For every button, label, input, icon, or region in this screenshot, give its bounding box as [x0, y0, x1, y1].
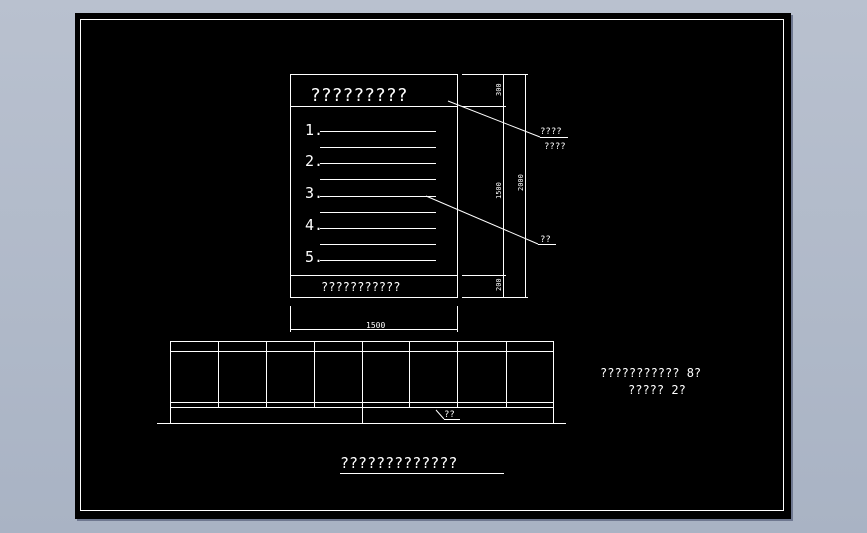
bracket-leader-line [425, 195, 539, 245]
dim-width: 1500 [366, 321, 385, 330]
dim-total-height: 2000 [517, 174, 525, 191]
base-callout: ?? [444, 410, 455, 420]
width-dimension [290, 306, 458, 332]
item-number-4: 4. [305, 216, 323, 234]
bracket-callout: ?? [540, 235, 551, 245]
base-leader-line [435, 409, 445, 420]
dim-bottom-height: 200 [495, 278, 503, 291]
vertical-dimensions [462, 74, 528, 298]
dim-top-height: 300 [495, 83, 503, 96]
material-leader-line [447, 100, 541, 138]
note-line-2: ????? 2? [628, 383, 686, 397]
item-number-1: 1. [305, 121, 323, 139]
material-callout-line2: ???? [544, 142, 566, 152]
item-number-2: 2. [305, 152, 323, 170]
fence-elevation [157, 341, 566, 424]
item-number-5: 5. [305, 248, 323, 266]
material-callout-line1: ???? [540, 127, 562, 137]
drawing-title: ????????????? [340, 454, 457, 472]
note-line-1: ??????????? 8? [600, 366, 701, 380]
item-lines [320, 131, 436, 261]
sheet-border [80, 19, 784, 511]
dim-middle-height: 1500 [495, 182, 503, 199]
drawing-sheet [75, 13, 791, 519]
board-title: ????????? [310, 85, 408, 106]
board-outline [290, 74, 458, 298]
board-footer: ??????????? [321, 280, 400, 294]
item-number-3: 3. [305, 184, 323, 202]
